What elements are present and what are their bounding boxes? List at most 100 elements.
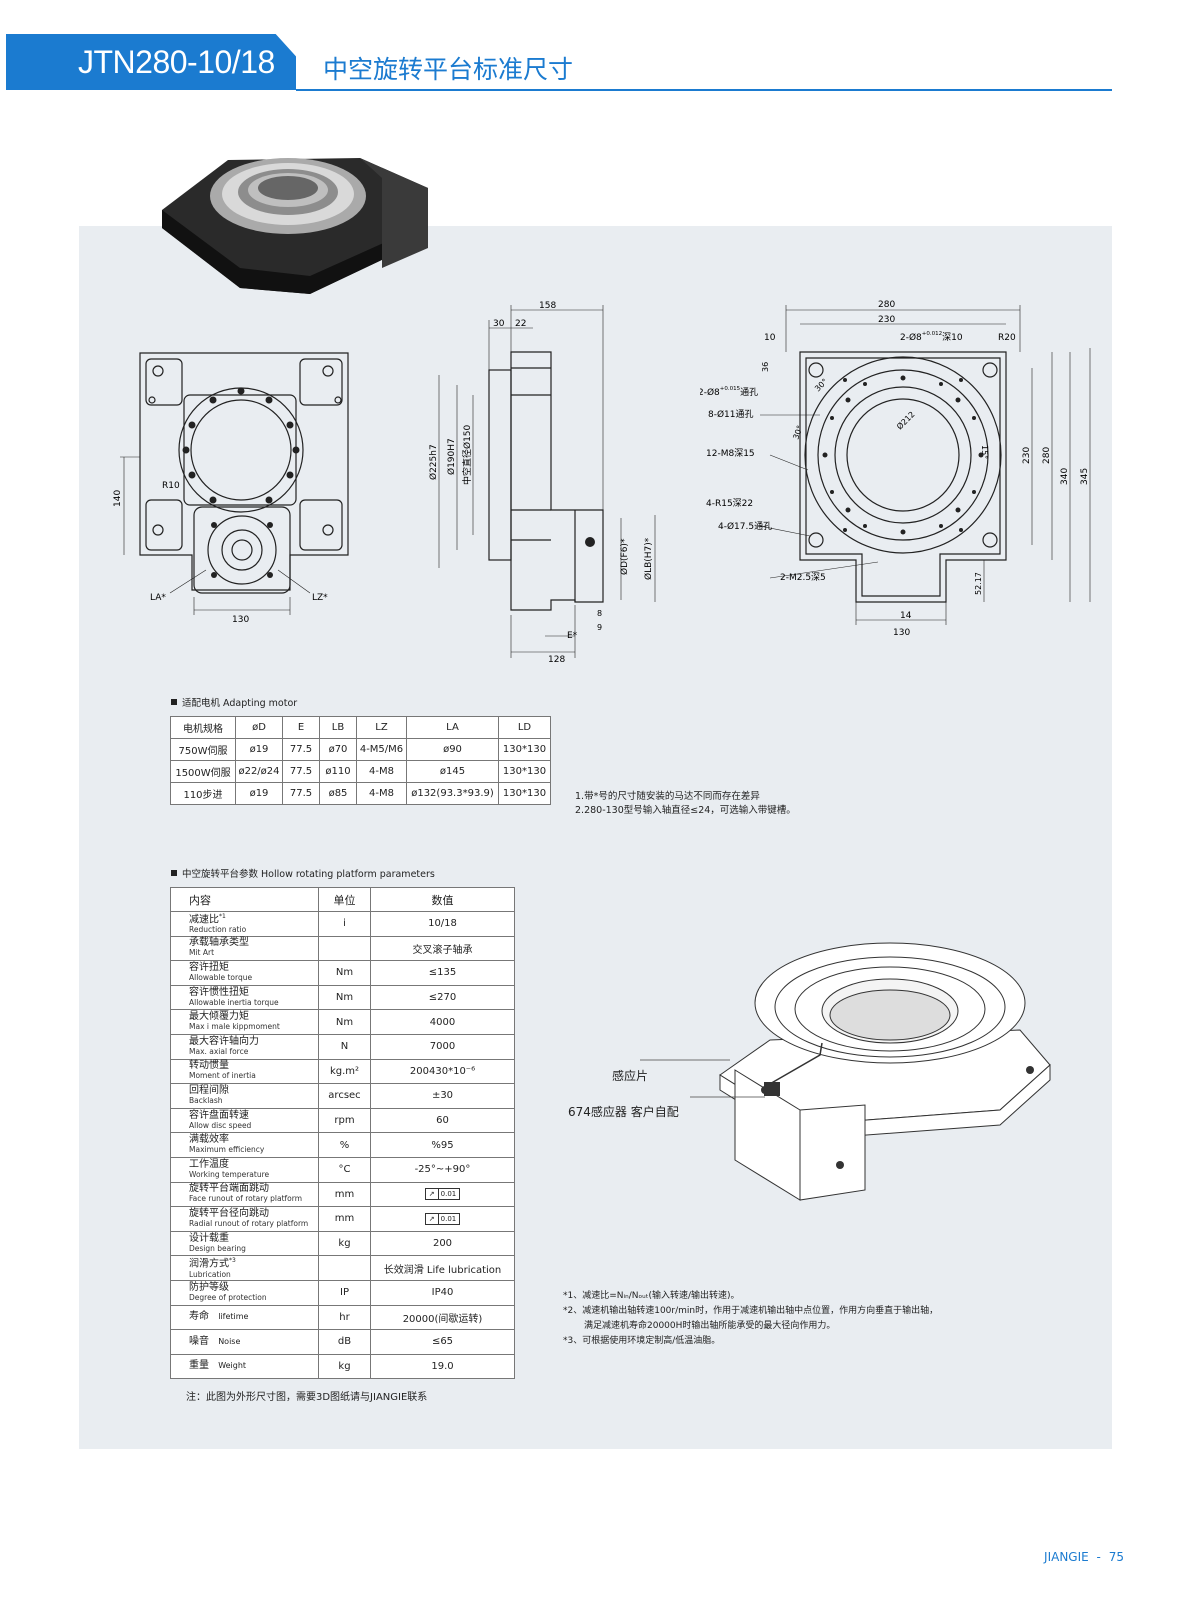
param-label-en: Moment of inertia (189, 1071, 256, 1081)
motor-header: LD (498, 716, 551, 739)
platform-header: 单位 (318, 887, 371, 912)
label-2-d8-thru: 2-Ø8+0.015通孔 (700, 386, 758, 398)
param-label-en: Working temperature (189, 1169, 270, 1179)
callout-sensor: 674感应器 客户自配 (568, 1105, 679, 1119)
param-unit: dB (318, 1329, 371, 1355)
param-value: 交叉滚子轴承 (370, 935, 515, 962)
param-unit: Nm (318, 960, 371, 986)
angle-30b: 30° (791, 424, 804, 440)
dim-280: 280 (878, 300, 895, 310)
param-label-cn: 润滑方式*3 (189, 1257, 236, 1270)
runout-arrow-icon: ↗ (429, 1189, 439, 1200)
front-view-drawing: 140 130 R10 LA* LZ* (113, 352, 349, 625)
footer-separator: - (1096, 1550, 1101, 1564)
param-label-en: Maximum efficiency (189, 1145, 265, 1155)
dim-130-top: 130 (893, 628, 910, 638)
motor-header: øD (235, 716, 283, 739)
param-label-cn: 设计载重 (189, 1232, 229, 1244)
motor-cell: ø85 (319, 782, 357, 805)
dim-v230: 230 (1022, 447, 1032, 464)
page-footer: JIANGIE - 75 (1044, 1550, 1124, 1564)
param-label-cn: 容许盘面转速 (189, 1109, 249, 1121)
param-value: 7000 (370, 1033, 515, 1060)
param-value: ↗0.01 (370, 1206, 515, 1232)
motor-header: LB (319, 716, 357, 739)
label-2-m25: 2-M2.5深5 (780, 572, 826, 583)
param-value: ↗0.01 (370, 1181, 515, 1208)
param-label-en: Mit Art (189, 948, 215, 958)
param-label-cn: 旋转平台径向跳动 (189, 1207, 269, 1219)
param-label-cn: 防护等级 (189, 1281, 229, 1293)
param-unit: °C (318, 1156, 371, 1183)
dim-14: 14 (900, 611, 912, 621)
param-label-cn: 工作温度 (189, 1158, 229, 1170)
param-unit: rpm (318, 1107, 371, 1134)
param-label-en: Design bearing (189, 1243, 246, 1253)
motor-cell: ø132(93.3*93.9) (406, 782, 499, 805)
motor-cell: 130*130 (498, 782, 551, 805)
param-value: 19.0 (370, 1353, 515, 1380)
side-view-drawing: 158 30 22 Ø225h7 Ø190H7 中空直径Ø150 ØD(F6)*… (428, 301, 656, 665)
dim-v340: 340 (1060, 468, 1070, 485)
param-unit: Nm (318, 1009, 371, 1035)
label-12-m8: 12-M8深15 (706, 448, 755, 459)
runout-arrow-icon: ↗ (429, 1213, 439, 1224)
param-label-en: lifetime (218, 1312, 249, 1322)
param-unit: hr (318, 1304, 371, 1331)
label-r20: R20 (998, 333, 1016, 343)
platform-footnote: 注：此图为外形尺寸图，需要3D图纸请与JIANGIE联系 (186, 1392, 428, 1403)
motor-note: 2.280-130型号输入轴直径≤24，可选输入带键槽。 (575, 805, 796, 816)
param-unit: % (318, 1132, 371, 1158)
param-value: IP40 (370, 1279, 515, 1306)
footer-brand: JIANGIE (1044, 1550, 1089, 1564)
dim-140: 140 (113, 490, 123, 507)
motor-cell: 130*130 (498, 738, 551, 761)
dim-d212: Ø212 (894, 409, 916, 431)
param-label-cn: 旋转平台端面跳动 (189, 1183, 269, 1195)
right-note-2a: *2、减速机输出轴转速100r/min时，作用于减速机输出轴中点位置，作用方向垂… (563, 1306, 939, 1316)
motor-cell: 77.5 (282, 738, 320, 761)
motor-cell: ø145 (406, 760, 499, 783)
param-value: 4000 (370, 1009, 515, 1035)
motor-cell: 77.5 (282, 760, 320, 783)
motor-cell: 4-M8 (356, 760, 407, 783)
param-label-cn: 最大容许轴向力 (189, 1035, 259, 1047)
dim-8: 8 (597, 609, 602, 618)
param-unit: mm (318, 1181, 371, 1208)
platform-table-header: 内容 单位 数值 (170, 887, 515, 912)
param-value: -25°~+90° (370, 1156, 515, 1183)
dim-36: 36 (761, 362, 770, 372)
runout-symbol: ↗0.01 (424, 1188, 461, 1201)
param-unit: mm (318, 1206, 371, 1232)
param-label-cn: 容许扭矩 (189, 961, 229, 973)
param-label-en: Backlash (189, 1095, 223, 1105)
param-label: 寿命 lifetime (170, 1304, 319, 1331)
angle-15: 15° (980, 445, 989, 459)
param-label-en: Weight (218, 1361, 247, 1371)
motor-cell: 77.5 (282, 782, 320, 805)
dim-e: E* (567, 631, 578, 641)
dim-130: 130 (232, 615, 249, 625)
label-2-d8-deep: 2-Ø8+0.012深10 (900, 331, 963, 343)
dim-128: 128 (548, 655, 565, 665)
